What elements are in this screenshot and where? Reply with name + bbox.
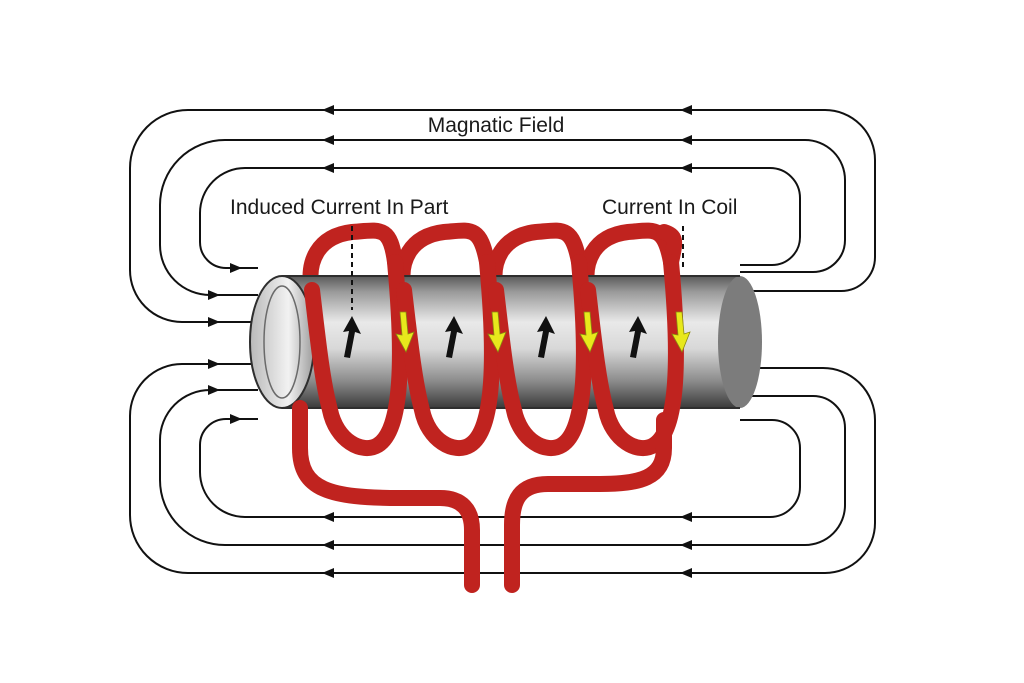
arrow-up-icon: [537, 316, 555, 358]
cylinder-left-bore: [263, 285, 301, 399]
field-line-bottom-outer: [188, 367, 876, 574]
field-line-top-outer-left: [129, 109, 258, 323]
arrowhead-left-icon: [680, 105, 692, 115]
field-label-bg: [408, 113, 584, 137]
field-line-bottom-inner: [245, 419, 801, 518]
arrowhead-right-icon: [208, 359, 220, 369]
cylinder-left-end: [249, 275, 315, 409]
arrow-up-icon: [629, 316, 647, 358]
coil-current-arrows: [395, 311, 691, 353]
coil-turn-front: [488, 254, 592, 457]
field-line-top-inner: [245, 167, 801, 266]
field-line-bottom-inner-left: [199, 418, 258, 518]
field-line-top-middle-left: [159, 139, 258, 296]
arrow-down-icon: [395, 311, 415, 353]
field-line-top-outer: [188, 109, 876, 292]
field-line-top-middle: [225, 139, 846, 273]
coil-turn-front: [580, 254, 684, 457]
coil-front: [292, 254, 684, 593]
arrowhead-left-icon: [322, 540, 334, 550]
field-line-bottom-outer-left: [129, 363, 258, 574]
field-line-top-inner-left: [199, 167, 258, 269]
arrowhead-left-icon: [322, 512, 334, 522]
field-arrowheads: [208, 105, 692, 578]
coil-turn-back: [302, 222, 403, 298]
arrowhead-right-icon: [230, 263, 242, 273]
coil-current-label: Current In Coil: [602, 196, 737, 219]
magnetic-field-lines-bottom: [129, 363, 876, 574]
magnetic-field-lines-top: [129, 109, 876, 323]
arrowhead-left-icon: [322, 163, 334, 173]
arrowhead-left-icon: [680, 512, 692, 522]
arrowhead-right-icon: [230, 414, 242, 424]
arrow-down-icon: [579, 311, 599, 353]
arrow-up-icon: [343, 316, 361, 358]
arrowhead-left-icon: [680, 568, 692, 578]
arrow-down-icon: [487, 311, 507, 353]
arrow-down-icon: [671, 311, 691, 353]
arrowhead-left-icon: [322, 135, 334, 145]
induced-current-label: Induced Current In Part: [230, 196, 448, 219]
arrowhead-left-icon: [680, 163, 692, 173]
cylinder-right-end: [718, 276, 762, 408]
magnetic-field-label: Magnatic Field: [428, 114, 565, 137]
coil-lead-right: [504, 412, 672, 593]
field-line-bottom-middle-left: [159, 389, 258, 546]
arrowhead-left-icon: [680, 540, 692, 550]
arrowhead-left-icon: [322, 105, 334, 115]
arrowhead-right-icon: [208, 385, 220, 395]
arrowhead-right-icon: [208, 317, 220, 327]
arrowhead-right-icon: [208, 290, 220, 300]
field-line-bottom-middle: [225, 395, 846, 546]
coil-lead-left: [292, 400, 480, 593]
coil-turn-front: [304, 254, 408, 457]
arrow-up-icon: [445, 316, 463, 358]
induced-current-arrows: [343, 316, 647, 358]
arrowhead-left-icon: [680, 135, 692, 145]
coil-turn-front: [396, 254, 500, 457]
arrowhead-left-icon: [322, 568, 334, 578]
